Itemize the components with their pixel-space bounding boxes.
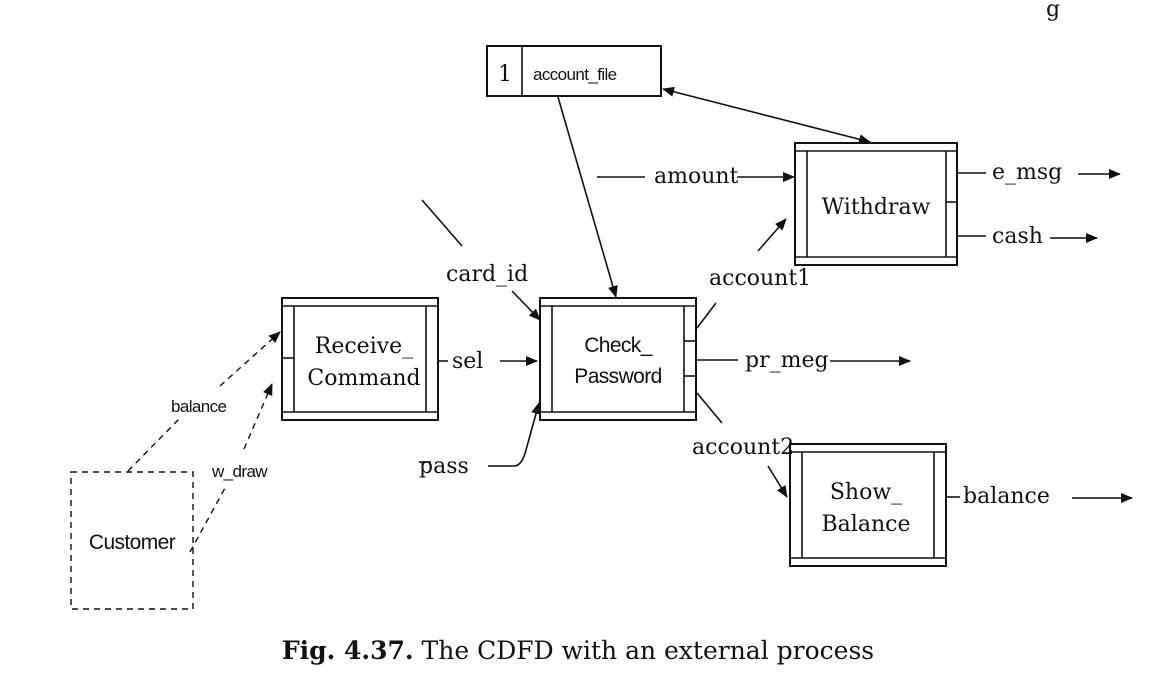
flow-account1-label: account1 (709, 266, 811, 291)
process-withdraw: Withdraw (794, 142, 958, 266)
caption-number: Fig. 4.37. (281, 636, 414, 665)
flow-store-withdraw (662, 86, 871, 145)
show-balance-label-2: Balance (822, 512, 911, 537)
flow-stray-line (421, 199, 463, 247)
flow-balance-in-tail (127, 417, 181, 472)
header-fragment: g (1046, 0, 1060, 22)
flow-store-to-check-password (557, 96, 618, 298)
flow-card-id-arrow (511, 290, 541, 321)
process-check-password: Check_ Password (539, 297, 697, 421)
flow-account1-tail (696, 302, 717, 329)
show-balance-label-1: Show_ (830, 480, 902, 505)
flow-balance-in-label: balance (171, 397, 226, 416)
check-password-label-2: Password (574, 365, 661, 388)
check-password-label-1: Check_ (584, 334, 653, 357)
caption-text: The CDFD with an external process (421, 636, 875, 665)
withdraw-label: Withdraw (822, 195, 931, 220)
process-show-balance: Show_ Balance (789, 443, 947, 567)
flow-w-draw-arrow (243, 383, 273, 450)
flow-card-id-label: card_id (446, 262, 528, 287)
flow-pass-label: pass (419, 454, 469, 479)
flow-account2-arrow (767, 465, 788, 498)
flow-pass-arrow (488, 402, 541, 467)
flow-w-draw-tail (189, 487, 226, 553)
process-receive-command: Receive_ Command (281, 297, 439, 421)
flow-account1-arrow (757, 218, 787, 252)
flow-balance-out-label: balance (963, 484, 1050, 509)
customer-label: Customer (89, 531, 176, 554)
receive-command-label-2: Command (307, 366, 420, 391)
receive-command-label-1: Receive_ (315, 334, 413, 359)
figure-caption: Fig. 4.37. The CDFD with an external pro… (0, 636, 1156, 665)
store-number: 1 (498, 62, 512, 87)
flow-account2-tail (696, 392, 723, 424)
flow-account2-label: account2 (692, 435, 794, 460)
flow-cash-label: cash (992, 224, 1043, 249)
flow-amount-label: amount (654, 164, 739, 189)
external-customer: Customer (70, 471, 194, 610)
flow-balance-in-arrow (219, 331, 281, 387)
flow-sel-label: sel (452, 349, 483, 374)
flow-e-msg-label: e_msg (992, 160, 1062, 185)
data-store-account-file: 1 account_file (486, 45, 662, 97)
flow-pr-meg-label: pr_meg (745, 348, 829, 373)
store-name: account_file (533, 65, 617, 84)
flow-w-draw-label: w_draw (211, 462, 268, 481)
